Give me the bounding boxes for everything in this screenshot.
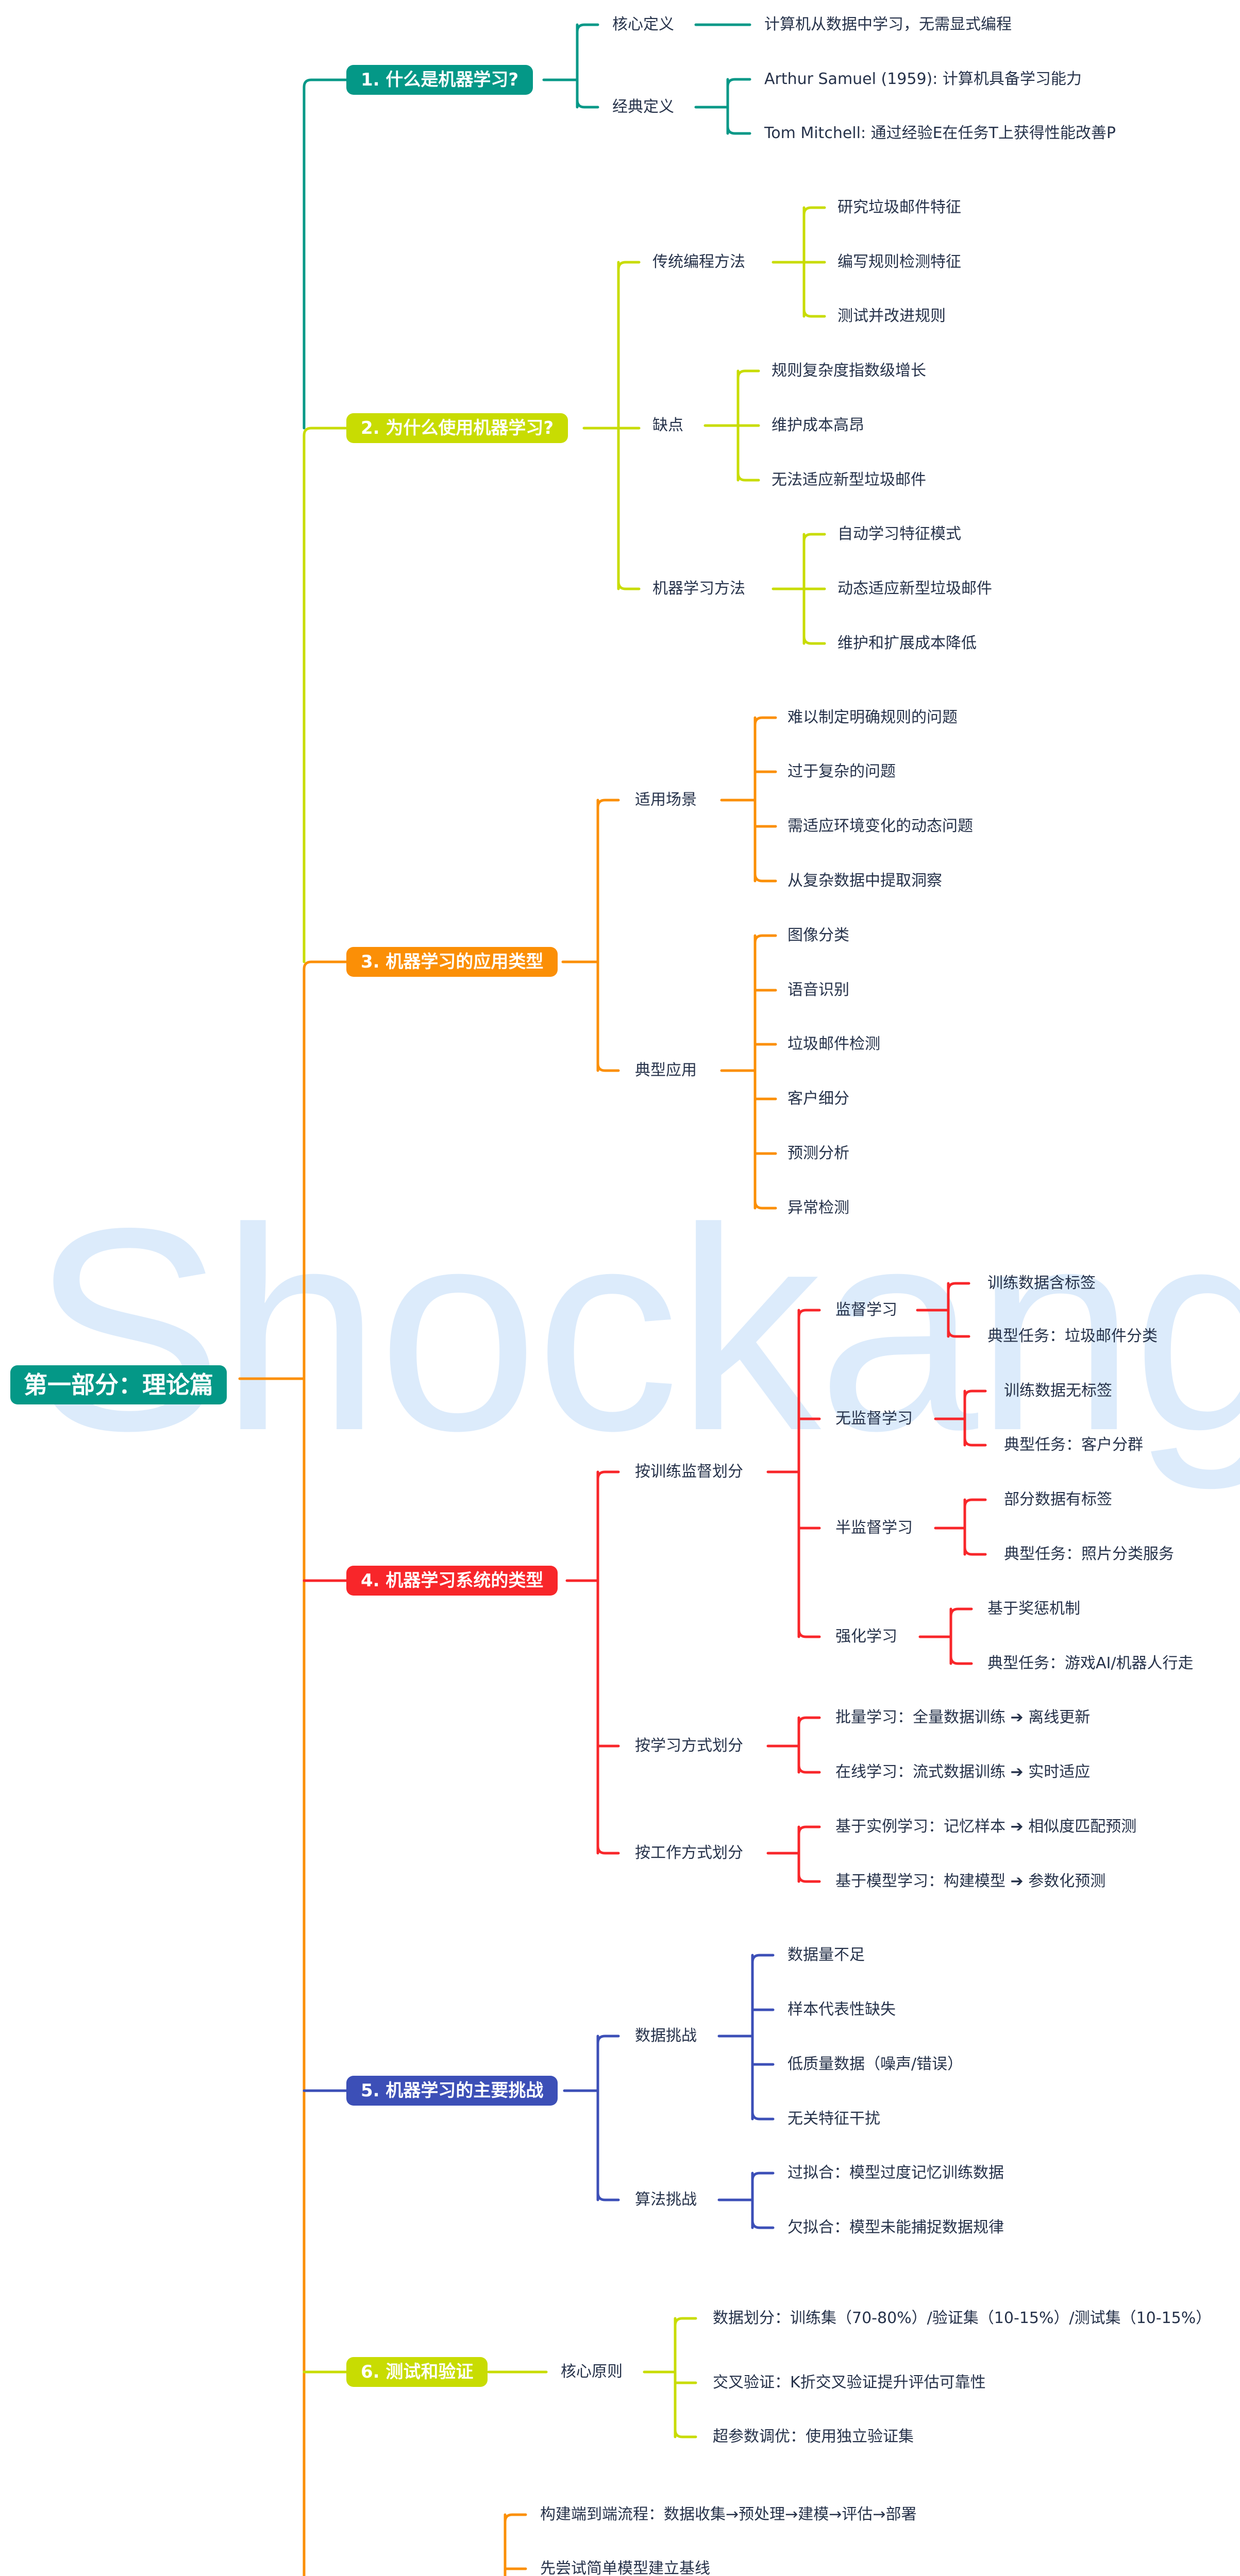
leaf-item[interactable]: 动态适应新型垃圾邮件 — [837, 580, 992, 598]
topic-ml-approach[interactable]: 机器学习方法 — [652, 580, 745, 598]
leaf-item[interactable]: 构建端到端流程：数据收集→预处理→建模→评估→部署 — [540, 2505, 917, 2523]
section-4-node[interactable]: 4. 机器学习系统的类型 — [346, 1566, 558, 1596]
leaf-item[interactable]: 维护和扩展成本降低 — [837, 634, 977, 652]
leaf-item[interactable]: 规则复杂度指数级增长 — [772, 362, 926, 380]
leaf-item[interactable]: 批量学习：全量数据训练 ➔ 离线更新 — [835, 1708, 1091, 1726]
topic-semi-supervised[interactable]: 半监督学习 — [835, 1519, 913, 1537]
leaf-item[interactable]: 异常检测 — [787, 1199, 849, 1217]
leaf-item[interactable]: 语音识别 — [787, 981, 849, 999]
section-2-node[interactable]: 2. 为什么使用机器学习? — [346, 413, 568, 443]
leaf-item[interactable]: 低质量数据（噪声/错误） — [787, 2055, 963, 2073]
leaf-item[interactable]: Tom Mitchell: 通过经验E在任务T上获得性能改善P — [764, 124, 1116, 142]
leaf-item[interactable]: 训练数据含标签 — [987, 1274, 1096, 1292]
leaf-item[interactable]: 样本代表性缺失 — [787, 2001, 896, 2019]
leaf-item[interactable]: 欠拟合：模型未能捕捉数据规律 — [787, 2218, 1004, 2236]
leaf-item[interactable]: 基于奖惩机制 — [987, 1600, 1080, 1618]
leaf-item[interactable]: 难以制定明确规则的问题 — [787, 708, 958, 726]
leaf-item[interactable]: 图像分类 — [787, 926, 849, 944]
section-3-node[interactable]: 3. 机器学习的应用类型 — [346, 947, 558, 977]
leaf-item[interactable]: 无法适应新型垃圾邮件 — [772, 471, 926, 489]
leaf-item[interactable]: 计算机从数据中学习，无需显式编程 — [764, 15, 1012, 33]
topic-typical-applications[interactable]: 典型应用 — [635, 1061, 697, 1079]
root-node[interactable]: 第一部分：理论篇 — [10, 1365, 227, 1404]
topic-core-definition[interactable]: 核心定义 — [612, 15, 674, 33]
topic-by-supervision[interactable]: 按训练监督划分 — [635, 1463, 743, 1481]
leaf-item[interactable]: 无关特征干扰 — [787, 2110, 880, 2128]
topic-traditional-programming[interactable]: 传统编程方法 — [652, 253, 745, 271]
leaf-item[interactable]: 测试并改进规则 — [837, 307, 946, 325]
leaf-item[interactable]: 过于复杂的问题 — [787, 762, 896, 781]
leaf-item[interactable]: 从复杂数据中提取洞察 — [787, 872, 942, 890]
topic-applicable-scenarios[interactable]: 适用场景 — [635, 791, 697, 809]
topic-unsupervised[interactable]: 无监督学习 — [835, 1410, 913, 1428]
section-5-node[interactable]: 5. 机器学习的主要挑战 — [346, 2076, 558, 2106]
topic-by-learning-mode[interactable]: 按学习方式划分 — [635, 1737, 743, 1755]
leaf-item[interactable]: 交叉验证：K折交叉验证提升评估可靠性 — [713, 2374, 986, 2392]
leaf-item[interactable]: 维护成本高昂 — [772, 416, 864, 434]
leaf-item[interactable]: 数据量不足 — [787, 1946, 865, 1964]
leaf-item[interactable]: 过拟合：模型过度记忆训练数据 — [787, 2164, 1004, 2182]
leaf-item[interactable]: 预测分析 — [787, 1144, 849, 1162]
section-6-node[interactable]: 6. 测试和验证 — [346, 2357, 488, 2387]
leaf-item[interactable]: 数据划分：训练集（70-80%）/验证集（10-15%）/测试集（10-15%） — [713, 2309, 1212, 2327]
topic-data-challenges[interactable]: 数据挑战 — [635, 2027, 697, 2045]
leaf-item[interactable]: 典型任务：照片分类服务 — [1004, 1545, 1174, 1563]
leaf-item[interactable]: 部分数据有标签 — [1004, 1490, 1112, 1509]
watermark-text: Shockang — [31, 1168, 1240, 1490]
leaf-item[interactable]: 先尝试简单模型建立基线 — [540, 2560, 710, 2576]
topic-reinforcement[interactable]: 强化学习 — [835, 1628, 897, 1646]
topic-core-principles[interactable]: 核心原则 — [561, 2363, 623, 2381]
leaf-item[interactable]: 基于实例学习：记忆样本 ➔ 相似度匹配预测 — [835, 1818, 1137, 1836]
leaf-item[interactable]: 典型任务：客户分群 — [1004, 1436, 1143, 1454]
leaf-item[interactable]: 基于模型学习：构建模型 ➔ 参数化预测 — [835, 1872, 1106, 1890]
section-1-node[interactable]: 1. 什么是机器学习? — [346, 65, 533, 95]
leaf-item[interactable]: 典型任务：垃圾邮件分类 — [987, 1327, 1158, 1345]
leaf-item[interactable]: 自动学习特征模式 — [837, 525, 961, 543]
topic-drawbacks[interactable]: 缺点 — [652, 416, 683, 434]
leaf-item[interactable]: Arthur Samuel (1959): 计算机具备学习能力 — [764, 70, 1082, 88]
topic-algorithm-challenges[interactable]: 算法挑战 — [635, 2191, 697, 2209]
leaf-item[interactable]: 客户细分 — [787, 1090, 849, 1108]
leaf-item[interactable]: 超参数调优：使用独立验证集 — [713, 2428, 914, 2446]
leaf-item[interactable]: 在线学习：流式数据训练 ➔ 实时适应 — [835, 1763, 1091, 1781]
topic-supervised[interactable]: 监督学习 — [835, 1301, 897, 1319]
leaf-item[interactable]: 编写规则检测特征 — [837, 253, 961, 271]
topic-classic-definition[interactable]: 经典定义 — [612, 98, 674, 116]
leaf-item[interactable]: 典型任务：游戏AI/机器人行走 — [987, 1654, 1194, 1672]
leaf-item[interactable]: 训练数据无标签 — [1004, 1382, 1112, 1400]
leaf-item[interactable]: 需适应环境变化的动态问题 — [787, 817, 973, 835]
leaf-item[interactable]: 研究垃圾邮件特征 — [837, 198, 961, 216]
leaf-item[interactable]: 垃圾邮件检测 — [787, 1035, 880, 1053]
topic-by-working-mode[interactable]: 按工作方式划分 — [635, 1844, 743, 1862]
